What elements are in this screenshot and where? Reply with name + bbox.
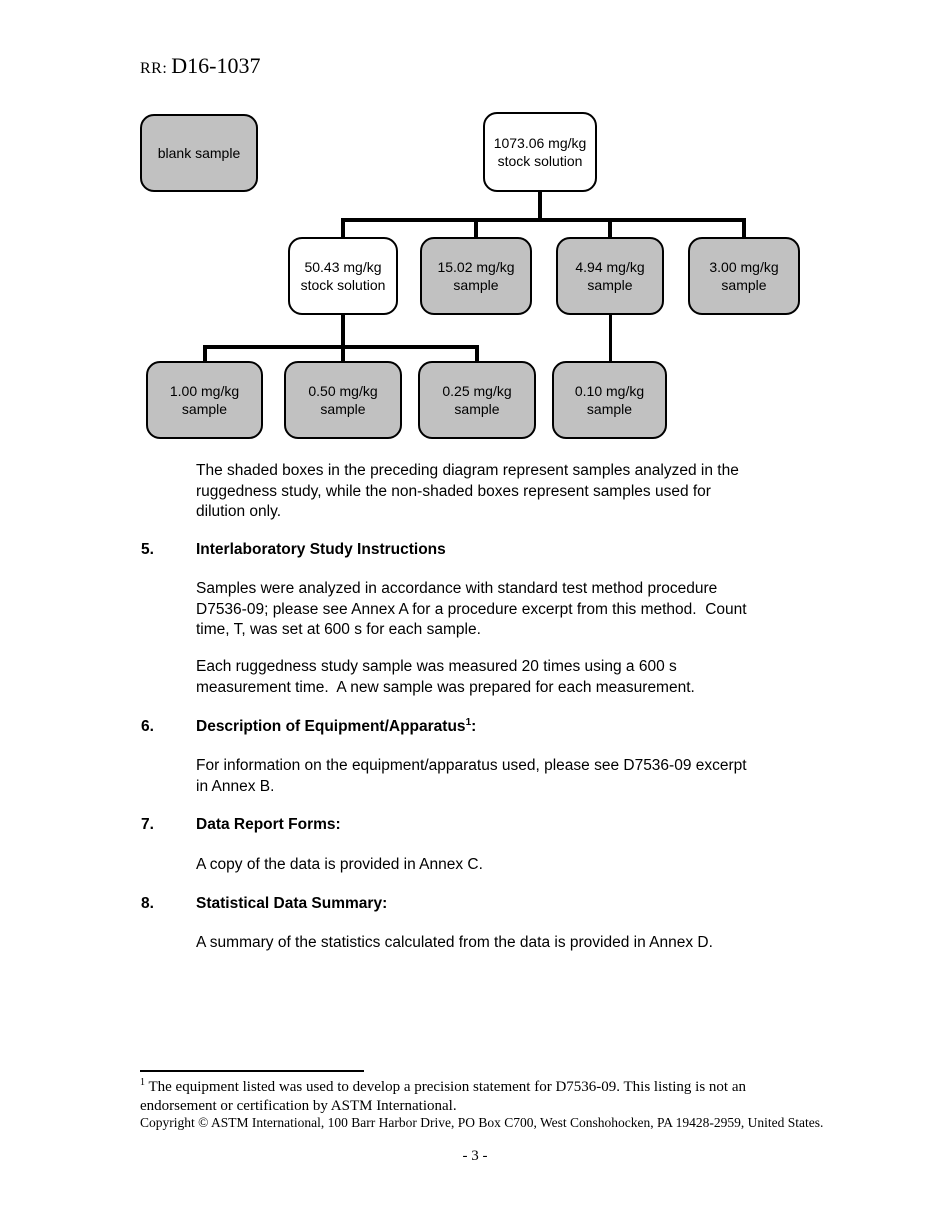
- copyright-line: Copyright © ASTM International, 100 Barr…: [140, 1115, 824, 1130]
- report-header: RR: D16-1037: [140, 53, 261, 79]
- node-sample-1-00: 1.00 mg/kg sample: [146, 361, 263, 439]
- section-7-title: Data Report Forms:: [196, 816, 341, 833]
- node-sample-0-50: 0.50 mg/kg sample: [284, 361, 402, 439]
- node-sample-4-94: 4.94 mg/kg sample: [556, 237, 664, 315]
- connector-drop-sample15: [474, 220, 478, 237]
- section-6-title-superscript: 1: [465, 716, 472, 728]
- node-sample-3-00: 3.00 mg/kg sample: [688, 237, 800, 315]
- footnote: 1 The equipment listed was used to devel…: [140, 1078, 832, 1116]
- section-5-heading: 5. Interlaboratory Study Instructions: [141, 540, 446, 561]
- node-sample-0-25: 0.25 mg/kg sample: [418, 361, 536, 439]
- connector-drop-sample494: [608, 220, 612, 237]
- page-number: - 3 -: [462, 1148, 488, 1164]
- node-sample-0-10: 0.10 mg/kg sample: [552, 361, 667, 439]
- section-5-paragraph-1: Samples were analyzed in accordance with…: [196, 580, 747, 638]
- section-6-number: 6.: [141, 718, 154, 735]
- section-5-number: 5.: [141, 541, 154, 558]
- section-7-heading: 7. Data Report Forms:: [141, 815, 341, 836]
- section-6-title-suffix: :: [471, 718, 477, 735]
- section-6-paragraph-1: For information on the equipment/apparat…: [196, 757, 747, 795]
- connector-drop-stock50: [341, 220, 345, 237]
- report-number: D16-1037: [171, 53, 261, 78]
- report-prefix: RR:: [140, 60, 168, 77]
- connector-stock1073-down: [538, 192, 542, 220]
- connector-drop-sample025: [475, 347, 479, 361]
- node-stock-solution-50: 50.43 mg/kg stock solution: [288, 237, 398, 315]
- footnote-marker: 1: [140, 1077, 145, 1088]
- section-8-title: Statistical Data Summary:: [196, 895, 388, 912]
- footnote-separator-rule: [140, 1070, 364, 1072]
- section-7-paragraph-1: A copy of the data is provided in Annex …: [196, 856, 483, 873]
- section-8-paragraph-1: A summary of the statistics calculated f…: [196, 934, 713, 951]
- section-5-title: Interlaboratory Study Instructions: [196, 541, 446, 558]
- node-stock-solution-1073: 1073.06 mg/kg stock solution: [483, 112, 597, 192]
- node-blank-sample: blank sample: [140, 114, 258, 192]
- connector-sample494-to-010: [609, 315, 612, 361]
- section-6-heading: 6. Description of Equipment/Apparatus1:: [141, 717, 476, 738]
- section-6-title: Description of Equipment/Apparatus: [196, 718, 466, 735]
- connector-stock50-down: [341, 315, 345, 361]
- connector-drop-sample300: [742, 220, 746, 237]
- diagram-caption: The shaded boxes in the preceding diagra…: [196, 462, 739, 520]
- section-8-number: 8.: [141, 895, 154, 912]
- footnote-text: The equipment listed was used to develop…: [140, 1079, 747, 1114]
- section-7-number: 7.: [141, 816, 154, 833]
- connector-row3-horizontal: [203, 345, 479, 349]
- connector-drop-sample100: [203, 347, 207, 361]
- node-sample-15-02: 15.02 mg/kg sample: [420, 237, 532, 315]
- section-5-paragraph-2: Each ruggedness study sample was measure…: [196, 658, 695, 696]
- connector-row2-horizontal: [341, 218, 746, 222]
- section-8-heading: 8. Statistical Data Summary:: [141, 894, 387, 915]
